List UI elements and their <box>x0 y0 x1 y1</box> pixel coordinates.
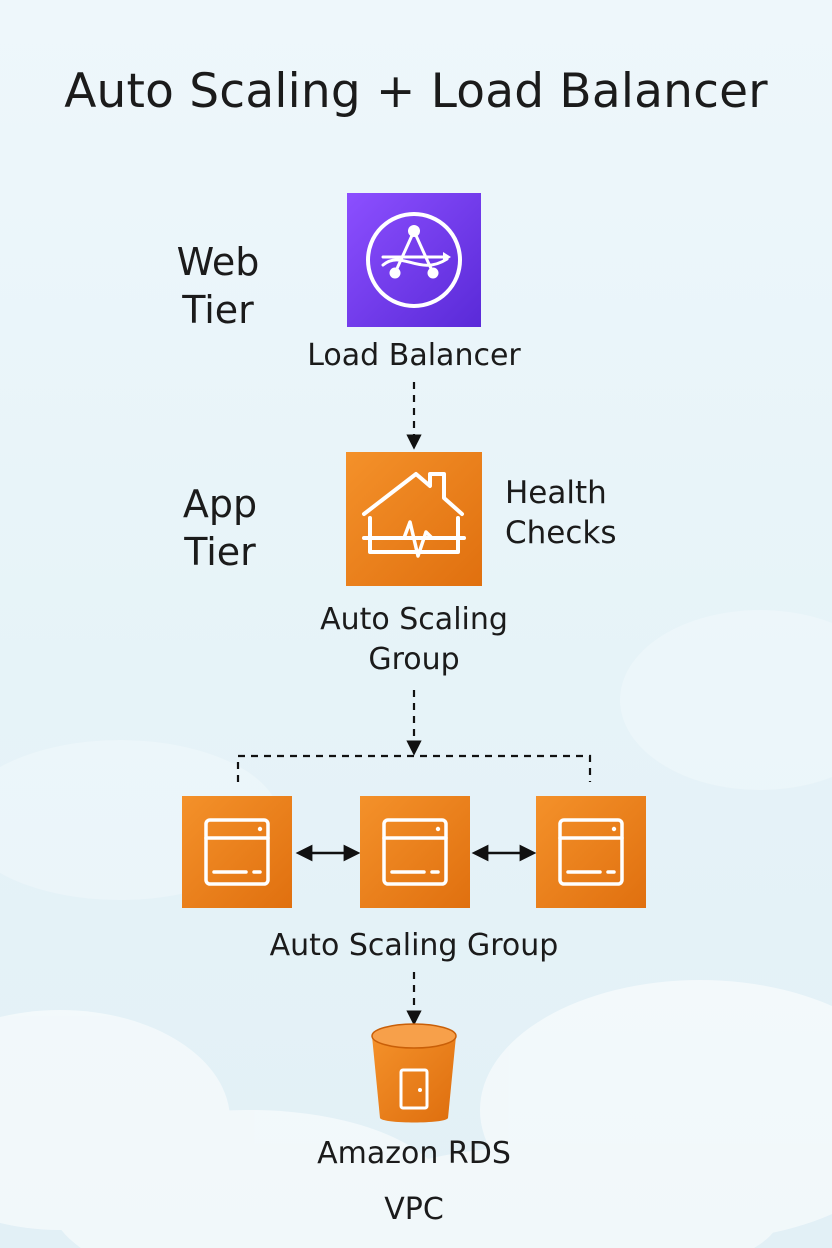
load-balancer-label: Load Balancer <box>307 338 521 373</box>
web-tier-line-2: Tier <box>182 288 254 332</box>
server-icon[interactable] <box>536 796 646 908</box>
page-title: Auto Scaling + Load Balancer <box>64 64 768 119</box>
auto-scaling-health-icon[interactable] <box>346 452 482 586</box>
health-checks-label: Health Checks <box>505 473 617 553</box>
app-tier-line-1: App <box>182 482 258 526</box>
web-tier-label: Web Tier <box>148 238 288 334</box>
edge-branch <box>236 754 592 782</box>
app-tier-line-2: Tier <box>184 530 256 574</box>
server-icon[interactable] <box>360 796 470 908</box>
server-icon[interactable] <box>182 796 292 908</box>
health-checks-line-2: Checks <box>505 515 617 551</box>
app-tier-label: App Tier <box>150 480 290 576</box>
vpc-label: VPC <box>384 1192 444 1227</box>
rds-label: Amazon RDS <box>317 1136 511 1171</box>
asg-label-line-1: Auto Scaling <box>320 602 508 637</box>
auto-scaling-group-label: Auto Scaling Group <box>264 600 564 680</box>
load-balancer-icon[interactable] <box>347 193 481 327</box>
web-tier-line-1: Web <box>176 240 260 284</box>
asg-label-line-2: Group <box>368 642 460 677</box>
health-checks-line-1: Health <box>505 475 607 511</box>
database-bucket-icon[interactable] <box>368 1020 460 1130</box>
instances-group-label: Auto Scaling Group <box>269 928 559 963</box>
